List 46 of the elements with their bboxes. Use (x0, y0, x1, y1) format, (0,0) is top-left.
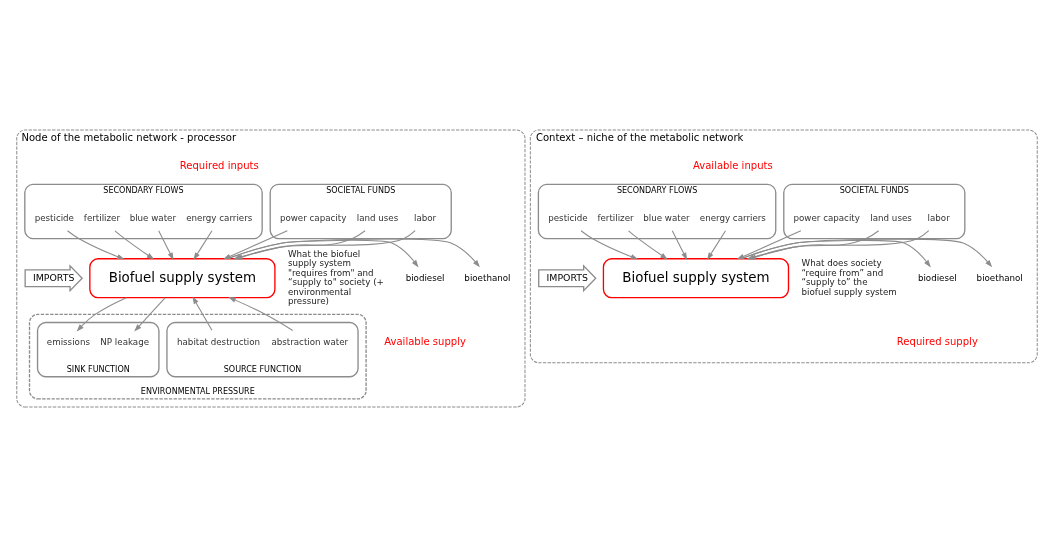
arrow (66, 229, 125, 259)
node-text: habitat destruction (177, 336, 261, 347)
node-text: power capacity (279, 212, 347, 223)
node-box: Biofuel supply system (602, 257, 790, 298)
label: Required inputs (179, 159, 259, 171)
arrow (114, 229, 155, 259)
node-text: biodiesel (405, 272, 445, 282)
label: Required supply (896, 335, 978, 347)
node-text: energy carriers (699, 212, 766, 223)
node-text: power capacity (793, 212, 860, 223)
node-text: blue water (129, 212, 177, 223)
label: What does society “require from” and “supply to” the biofuel supply system (801, 257, 897, 297)
arrow (740, 238, 993, 267)
node-text: bioethanol (976, 272, 1023, 282)
arrow (228, 296, 294, 331)
arrow (740, 239, 931, 267)
arrow (226, 238, 480, 267)
node-text: fertilizer (597, 212, 634, 223)
node-text: NP leakage (100, 336, 150, 347)
arrow (707, 229, 727, 260)
node-text: land uses (356, 212, 399, 223)
arrow (134, 296, 166, 332)
arrow (628, 229, 668, 259)
node-text: land uses (870, 212, 912, 223)
node-text: pesticide (548, 212, 588, 223)
node-text: emissions (46, 336, 90, 347)
node-text: pesticide (34, 212, 74, 223)
arrow (671, 229, 688, 260)
node-text: blue water (643, 212, 690, 223)
label: Available supply (384, 335, 466, 347)
arrow (226, 239, 419, 267)
label: What the biofuel supply system "requires from" and “supply to" society (+ environmental pressure) (287, 248, 384, 306)
arrow (76, 296, 127, 332)
arrow (193, 229, 213, 260)
arrow (192, 295, 213, 331)
arrow (580, 229, 639, 259)
node-text: energy carriers (186, 212, 253, 223)
node-text: biodiesel (917, 272, 957, 282)
label: Available inputs (692, 159, 773, 171)
node-text: bioethanol (464, 272, 511, 282)
node-box: Biofuel supply system (89, 257, 276, 298)
node-text: fertilizer (83, 212, 120, 223)
node-text: abstraction water (271, 336, 349, 347)
node-text: labor (413, 212, 437, 223)
arrow (158, 229, 174, 260)
node-text: labor (927, 212, 950, 223)
